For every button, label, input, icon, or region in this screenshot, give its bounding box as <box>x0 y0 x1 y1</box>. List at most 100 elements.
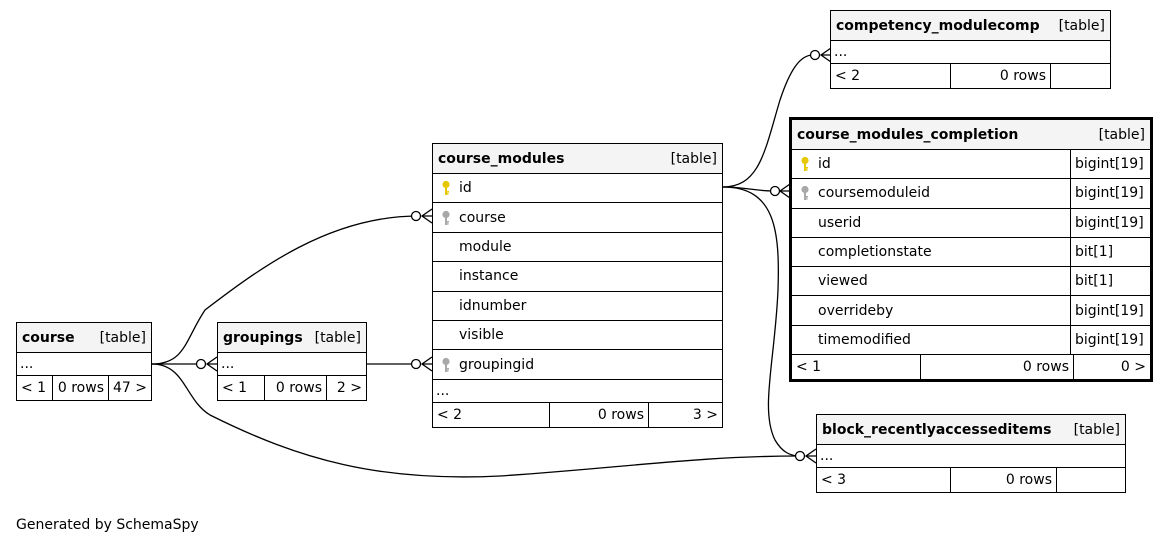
table-name: block_recentlyaccesseditems <box>822 421 1052 438</box>
column-row[interactable]: module <box>433 231 722 261</box>
table-competency-modulecomp[interactable]: competency_modulecomp [table] ... < 2 0 … <box>830 10 1111 89</box>
link-course-modules-block-recentlyaccesseditems <box>722 186 801 457</box>
column-row[interactable]: timemodified bigint[19] <box>792 324 1150 355</box>
foreign-key-icon <box>801 186 809 201</box>
parents-count[interactable]: < 1 <box>222 380 248 396</box>
table-kind: [table] <box>99 329 146 346</box>
table-header: course_modules_completion [table] <box>792 120 1150 149</box>
table-header: block_recentlyaccesseditems [table] <box>817 415 1125 444</box>
link-course-modules-competency-modulecomp <box>722 54 814 188</box>
key-slot <box>792 185 818 201</box>
column-name: userid <box>818 214 862 231</box>
row-count: 0 rows <box>920 355 1073 380</box>
table-footer: < 1 0 rows 47 > <box>17 375 151 400</box>
row-count: 0 rows <box>52 376 108 400</box>
more-columns: ... <box>218 352 366 375</box>
table-kind: [table] <box>314 329 361 346</box>
column-type: bigint[19] <box>1070 179 1150 208</box>
column-name: groupingid <box>459 356 535 373</box>
row-count: 0 rows <box>950 64 1050 88</box>
column-type: bigint[19] <box>1070 325 1150 355</box>
generator-credit: Generated by SchemaSpy <box>16 517 199 533</box>
row-count: 0 rows <box>549 402 648 427</box>
column-row[interactable]: userid bigint[19] <box>792 207 1150 237</box>
table-footer: < 1 0 rows 0 > <box>792 354 1150 380</box>
link-course-block-recentlyaccesseditems <box>151 363 799 478</box>
table-kind: [table] <box>1098 126 1145 143</box>
column-type: bigint[19] <box>1070 150 1150 179</box>
column-type: bigint[19] <box>1070 296 1150 325</box>
table-course-modules-completion[interactable]: course_modules_completion [table] id bigi… <box>789 117 1153 383</box>
column-name: id <box>459 180 472 197</box>
column-name: id <box>818 156 831 173</box>
table-footer: < 1 0 rows 2 > <box>218 375 366 400</box>
column-row[interactable]: viewed bit[1] <box>792 266 1150 296</box>
children-count[interactable]: 2 > <box>326 376 366 400</box>
children-count[interactable]: 0 > <box>1073 355 1150 380</box>
table-header: course_modules [table] <box>433 144 722 173</box>
column-type: bit[1] <box>1070 237 1150 267</box>
primary-key-icon <box>442 181 450 196</box>
column-row[interactable]: visible <box>433 319 722 349</box>
foreign-key-icon <box>442 210 450 225</box>
column-name: instance <box>459 268 519 285</box>
key-slot <box>433 210 459 226</box>
column-row[interactable]: course <box>433 202 722 231</box>
parents-count[interactable]: < 3 <box>821 472 847 488</box>
column-name: module <box>459 238 512 255</box>
table-groupings[interactable]: groupings [table] ... < 1 0 rows 2 > <box>217 322 367 401</box>
column-row[interactable]: completionstate bit[1] <box>792 236 1150 267</box>
children-count[interactable] <box>1050 64 1110 88</box>
column-type: bigint[19] <box>1070 208 1150 237</box>
parents-count[interactable]: < 1 <box>796 359 822 376</box>
table-footer: < 2 0 rows <box>831 63 1110 88</box>
table-name: competency_modulecomp <box>836 17 1040 34</box>
table-course-modules[interactable]: course_modules [table] id course module ins… <box>432 143 723 428</box>
table-name: course_modules <box>438 150 565 167</box>
column-row[interactable]: groupingid <box>433 349 722 378</box>
column-name: completionstate <box>818 244 932 261</box>
key-slot <box>433 357 459 373</box>
table-course[interactable]: course [table] ... < 1 0 rows 47 > <box>16 322 152 401</box>
row-count: 0 rows <box>264 376 326 400</box>
table-header: competency_modulecomp [table] <box>831 11 1110 40</box>
table-header: groupings [table] <box>218 323 366 352</box>
table-name: groupings <box>223 329 303 346</box>
link-course-course-modules <box>151 215 419 365</box>
more-columns: ... <box>831 40 1110 63</box>
foreign-key-icon <box>442 357 450 372</box>
more-columns: ... <box>817 444 1125 467</box>
children-count[interactable]: 47 > <box>108 376 151 400</box>
more-columns: ... <box>17 352 151 375</box>
table-kind: [table] <box>1058 17 1105 34</box>
children-count[interactable]: 3 > <box>648 402 722 427</box>
parents-count[interactable]: < 1 <box>21 380 47 396</box>
column-row[interactable]: idnumber <box>433 290 722 320</box>
table-footer: < 2 0 rows 3 > <box>433 401 722 427</box>
column-name: visible <box>459 327 504 344</box>
column-name: course <box>459 209 506 226</box>
table-name: course <box>22 329 75 346</box>
column-name: timemodified <box>818 331 911 348</box>
table-block-recentlyaccesseditems[interactable]: block_recentlyaccesseditems [table] ... … <box>816 414 1126 493</box>
column-row[interactable]: instance <box>433 261 722 290</box>
children-count[interactable] <box>1056 468 1125 492</box>
table-header: course [table] <box>17 323 151 352</box>
table-name: course_modules_completion <box>797 126 1019 143</box>
primary-key-icon <box>801 157 809 172</box>
row-count: 0 rows <box>950 468 1056 492</box>
parents-count[interactable]: < 2 <box>437 406 463 423</box>
column-row[interactable]: id <box>433 173 722 202</box>
key-slot <box>792 156 818 172</box>
table-footer: < 3 0 rows <box>817 467 1125 492</box>
column-name: viewed <box>818 273 868 290</box>
table-kind: [table] <box>1073 421 1120 438</box>
column-type: bit[1] <box>1070 267 1150 296</box>
parents-count[interactable]: < 2 <box>835 68 861 84</box>
table-kind: [table] <box>670 150 717 167</box>
key-slot <box>433 180 459 196</box>
column-row[interactable]: id bigint[19] <box>792 149 1150 179</box>
